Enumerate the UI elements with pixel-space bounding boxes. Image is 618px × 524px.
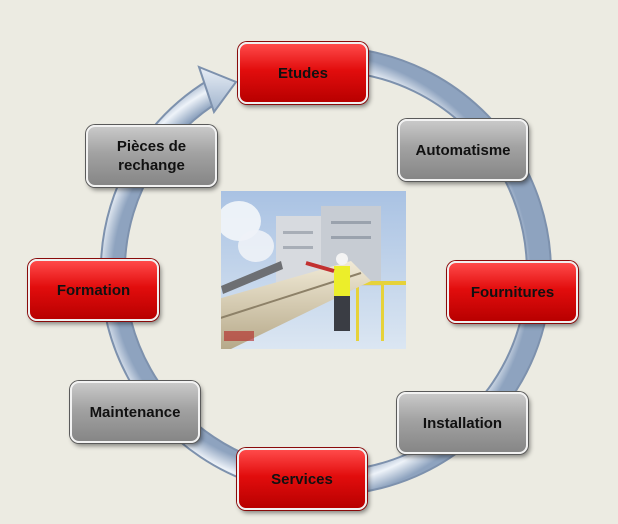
node-maintenance[interactable]: Maintenance: [70, 381, 200, 443]
node-etudes[interactable]: Etudes: [238, 42, 368, 104]
industrial-site-photo: [221, 191, 406, 349]
node-maintenance-label: Maintenance: [89, 403, 181, 421]
node-automatisme[interactable]: Automatisme: [398, 119, 528, 181]
node-automatisme-label: Automatisme: [415, 141, 511, 159]
node-fournitures-label: Fournitures: [470, 283, 555, 301]
node-formation-label: Formation: [56, 281, 131, 299]
node-formation[interactable]: Formation: [28, 259, 159, 321]
node-services[interactable]: Services: [237, 448, 367, 510]
ring-band: [101, 48, 550, 495]
node-etudes-label: Etudes: [277, 64, 328, 82]
node-installation[interactable]: Installation: [397, 392, 528, 454]
node-fournitures[interactable]: Fournitures: [447, 261, 578, 323]
node-pieces-label-line2: rechange: [118, 157, 185, 174]
node-pieces-de-rechange[interactable]: Pièces de rechange: [86, 125, 217, 187]
node-pieces-label-line1: Pièces de: [116, 138, 187, 155]
node-services-label: Services: [271, 470, 333, 488]
node-installation-label: Installation: [422, 414, 503, 432]
circular-arrow-icon: [197, 65, 238, 115]
